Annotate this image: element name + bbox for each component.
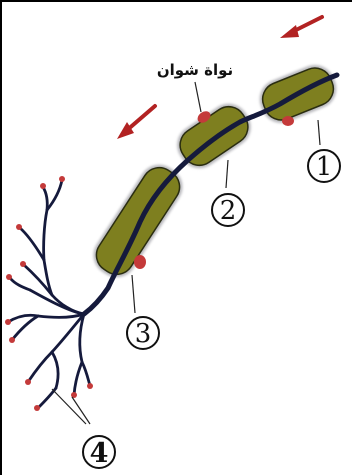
label-4: 4	[83, 436, 115, 469]
svg-text:1: 1	[316, 152, 333, 182]
svg-text:4: 4	[90, 438, 109, 469]
direction-arrow-left	[117, 106, 155, 139]
schwann-nucleus	[134, 255, 146, 269]
schwann-nucleus-label: نواة شوان	[157, 61, 233, 79]
axon-terminal-branches	[8, 180, 90, 408]
label-2: 2	[212, 194, 244, 226]
label-3: 3	[127, 317, 159, 349]
direction-arrow-top	[280, 17, 322, 38]
label-1: 1	[308, 150, 340, 182]
schwann-nucleus	[282, 116, 294, 126]
svg-text:2: 2	[220, 196, 237, 226]
svg-text:3: 3	[135, 319, 152, 349]
